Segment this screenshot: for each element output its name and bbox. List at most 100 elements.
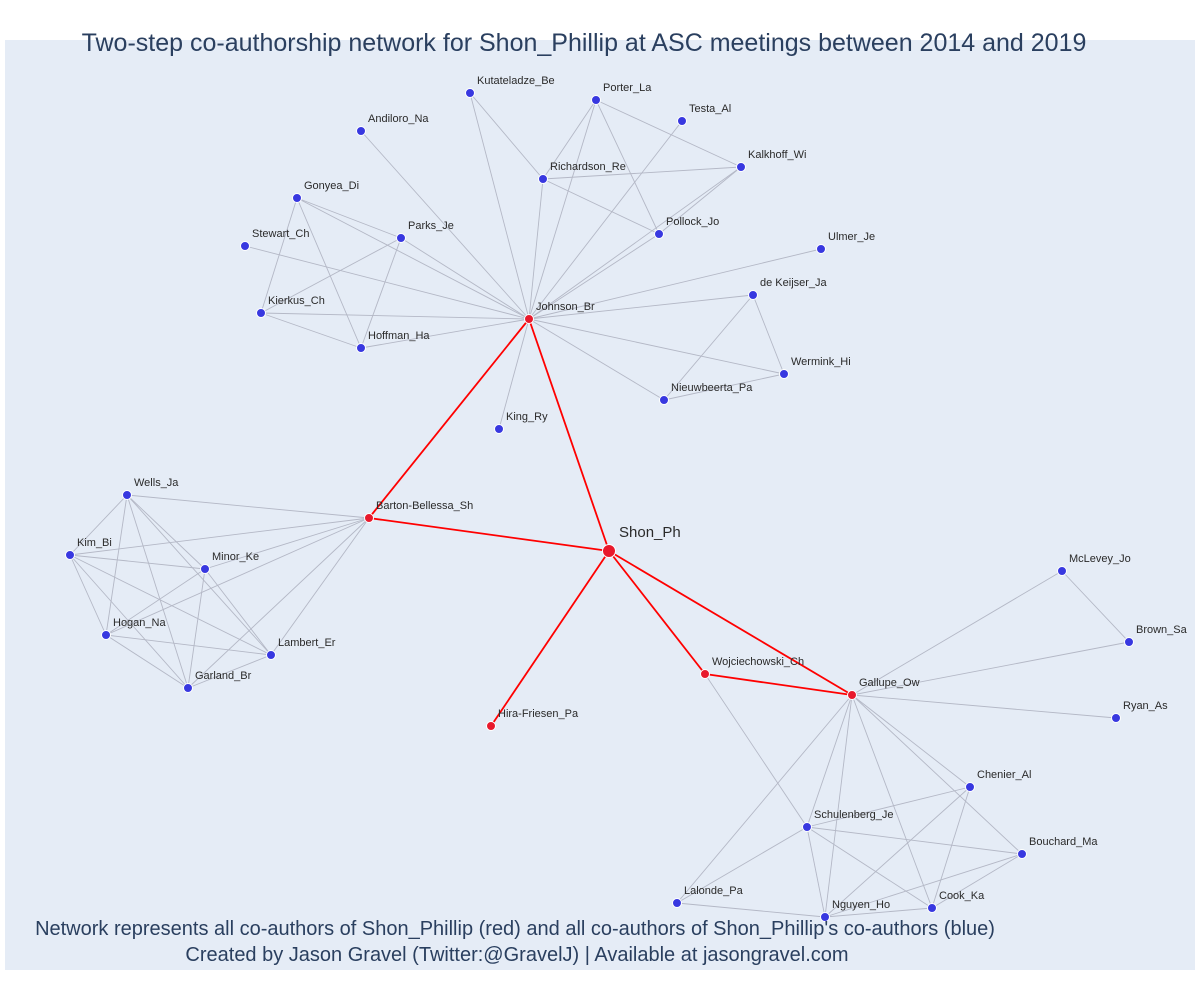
- node-minor-ke[interactable]: [200, 564, 210, 574]
- edge-johnson-br-kutateladze-be: [469, 92, 530, 320]
- node-gonyea-di[interactable]: [292, 193, 302, 203]
- node-wojciechowski-ch[interactable]: [700, 669, 710, 679]
- edge-wells-ja-minor-ke: [126, 494, 206, 570]
- edge-layer: [69, 92, 1130, 918]
- node-lambert-er[interactable]: [266, 650, 276, 660]
- node-label-hogan-na: Hogan_Na: [113, 617, 166, 629]
- edge-johnson-br-gonyea-di: [296, 197, 530, 320]
- edge-wells-ja-lambert-er: [126, 494, 272, 656]
- node-hoffman-ha[interactable]: [356, 343, 366, 353]
- node-garland-br[interactable]: [183, 683, 193, 693]
- edge-barton-bellessa-sh-minor-ke: [204, 517, 370, 570]
- node-label-chenier-al: Chenier_Al: [977, 769, 1031, 781]
- node-richardson-re[interactable]: [538, 174, 548, 184]
- edge-chenier-al-nguyen-ho: [824, 786, 971, 918]
- edge-hogan-na-lambert-er: [105, 634, 272, 656]
- edge-parks-je-hoffman-ha: [360, 237, 402, 349]
- edge-johnson-br-kierkus-ch: [260, 312, 530, 320]
- node-ryan-as[interactable]: [1111, 713, 1121, 723]
- node-label-cook-ka: Cook_Ka: [939, 890, 985, 902]
- edge-kalkhoff-wi-pollock-jo: [658, 166, 742, 235]
- node-kim-bi[interactable]: [65, 550, 75, 560]
- edge-schulenberg-je-lalonde-pa: [676, 826, 808, 904]
- node-wells-ja[interactable]: [122, 490, 132, 500]
- node-schulenberg-je[interactable]: [802, 822, 812, 832]
- node-kalkhoff-wi[interactable]: [736, 162, 746, 172]
- label-layer: Shon_PhJohnson_BrBarton-Bellessa_ShHira-…: [77, 75, 1188, 911]
- node-bouchard-ma[interactable]: [1017, 849, 1027, 859]
- edge-chenier-al-cook-ka: [931, 786, 971, 909]
- node-testa-al[interactable]: [677, 116, 687, 126]
- node-stewart-ch[interactable]: [240, 241, 250, 251]
- edge-gonyea-di-kierkus-ch: [260, 197, 298, 314]
- node-johnson-br[interactable]: [524, 314, 534, 324]
- node-label-bouchard-ma: Bouchard_Ma: [1029, 836, 1098, 848]
- node-gallupe-ow[interactable]: [847, 690, 857, 700]
- edge-cook-ka-nguyen-ho: [824, 907, 933, 918]
- edge-johnson-br-wermink-hi: [528, 318, 785, 375]
- node-de-keijser-ja[interactable]: [748, 290, 758, 300]
- node-pollock-jo[interactable]: [654, 229, 664, 239]
- node-hogan-na[interactable]: [101, 630, 111, 640]
- node-label-nguyen-ho: Nguyen_Ho: [832, 899, 890, 911]
- edge-wells-ja-garland-br: [126, 494, 189, 689]
- edge-johnson-br-barton-bellessa-sh: [368, 318, 530, 519]
- edge-minor-ke-lambert-er: [204, 568, 272, 656]
- node-nieuwbeerta-pa[interactable]: [659, 395, 669, 405]
- node-label-gonyea-di: Gonyea_Di: [304, 180, 359, 192]
- edge-mclevey-jo-brown-sa: [1061, 570, 1130, 643]
- node-label-johnson-br: Johnson_Br: [536, 301, 595, 313]
- edge-lambert-er-garland-br: [187, 654, 272, 689]
- node-kutateladze-be[interactable]: [465, 88, 475, 98]
- edge-schulenberg-je-bouchard-ma: [806, 826, 1023, 855]
- node-parks-je[interactable]: [396, 233, 406, 243]
- node-king-ry[interactable]: [494, 424, 504, 434]
- edge-bouchard-ma-cook-ka: [931, 853, 1023, 909]
- node-lalonde-pa[interactable]: [672, 898, 682, 908]
- node-chenier-al[interactable]: [965, 782, 975, 792]
- node-hira-friesen-pa[interactable]: [486, 721, 496, 731]
- node-label-kierkus-ch: Kierkus_Ch: [268, 295, 325, 307]
- node-shon-ph[interactable]: [602, 544, 616, 558]
- node-ulmer-je[interactable]: [816, 244, 826, 254]
- node-label-wermink-hi: Wermink_Hi: [791, 356, 851, 368]
- edge-barton-bellessa-sh-kim-bi: [69, 517, 370, 556]
- edge-shon-ph-hira-friesen-pa: [490, 550, 610, 727]
- node-label-de-keijser-ja: de Keijser_Ja: [760, 277, 828, 289]
- edge-wells-ja-kim-bi: [69, 494, 128, 556]
- node-label-gallupe-ow: Gallupe_Ow: [859, 677, 920, 689]
- node-barton-bellessa-sh[interactable]: [364, 513, 374, 523]
- edge-kierkus-ch-hoffman-ha: [260, 312, 362, 349]
- chart-title: Two-step co-authorship network for Shon_…: [81, 29, 1087, 57]
- node-nguyen-ho[interactable]: [820, 912, 830, 922]
- edge-wojciechowski-ch-gallupe-ow: [704, 673, 853, 696]
- node-kierkus-ch[interactable]: [256, 308, 266, 318]
- edge-johnson-br-pollock-jo: [528, 233, 660, 320]
- edge-gallupe-ow-schulenberg-je: [806, 694, 853, 828]
- node-label-pollock-jo: Pollock_Jo: [666, 216, 719, 228]
- node-label-garland-br: Garland_Br: [195, 670, 252, 682]
- edge-chenier-al-schulenberg-je: [806, 786, 971, 828]
- edge-de-keijser-ja-wermink-hi: [752, 294, 785, 375]
- node-label-testa-al: Testa_Al: [689, 103, 731, 115]
- node-label-kim-bi: Kim_Bi: [77, 537, 112, 549]
- node-label-barton-bellessa-sh: Barton-Bellessa_Sh: [376, 500, 473, 512]
- node-mclevey-jo[interactable]: [1057, 566, 1067, 576]
- node-wermink-hi[interactable]: [779, 369, 789, 379]
- edge-gonyea-di-hoffman-ha: [296, 197, 362, 349]
- edge-johnson-br-stewart-ch: [244, 245, 530, 320]
- node-label-king-ry: King_Ry: [506, 411, 548, 423]
- edge-johnson-br-testa-al: [528, 120, 683, 320]
- edge-johnson-br-de-keijser-ja: [528, 294, 754, 320]
- node-label-stewart-ch: Stewart_Ch: [252, 228, 309, 240]
- edge-richardson-re-kalkhoff-wi: [542, 166, 742, 180]
- edge-johnson-br-hoffman-ha: [360, 318, 530, 349]
- node-andiloro-na[interactable]: [356, 126, 366, 136]
- node-cook-ka[interactable]: [927, 903, 937, 913]
- node-label-hira-friesen-pa: Hira-Friesen_Pa: [498, 708, 579, 720]
- edge-shon-ph-gallupe-ow: [608, 550, 853, 696]
- edge-barton-bellessa-sh-garland-br: [187, 517, 370, 689]
- node-porter-la[interactable]: [591, 95, 601, 105]
- node-brown-sa[interactable]: [1124, 637, 1134, 647]
